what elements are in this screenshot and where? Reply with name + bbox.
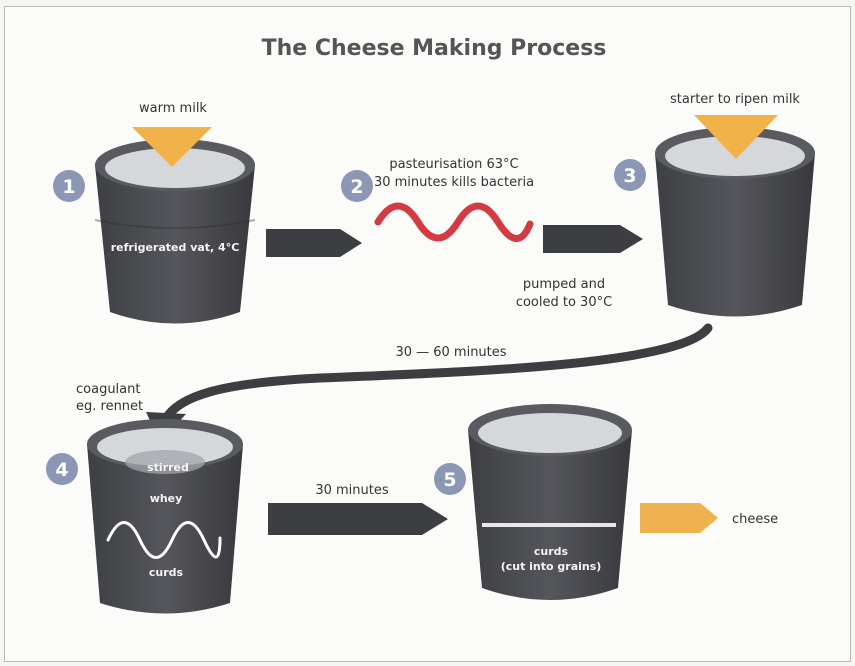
- cut-into-grains-label: (cut into grains): [501, 560, 602, 573]
- arrow-2-to-3: [543, 225, 643, 253]
- starter-label: starter to ripen milk: [670, 92, 800, 107]
- svg-text:4: 4: [55, 459, 68, 481]
- step-badge-3: 3: [614, 159, 646, 191]
- heating-wave-icon: [374, 202, 534, 242]
- step-badge-1: 1: [53, 170, 85, 202]
- curds-label-4: curds: [149, 566, 184, 579]
- warm-milk-label: warm milk: [139, 101, 207, 116]
- pasteurisation-detail: 30 minutes kills bacteria: [374, 175, 534, 190]
- stirring-wave-icon: [106, 521, 222, 559]
- whey-label: whey: [150, 492, 183, 505]
- vat-4: [87, 419, 243, 614]
- step-badge-5: 5: [434, 463, 466, 495]
- duration-4-to-5-label: 30 minutes: [315, 483, 389, 498]
- diagram-title: The Cheese Making Process: [262, 36, 607, 61]
- svg-text:1: 1: [62, 176, 75, 198]
- cooled-label: cooled to 30°C: [516, 295, 612, 310]
- stirred-label: stirred: [147, 461, 189, 474]
- pumped-label: pumped and: [523, 277, 605, 292]
- rennet-label: eg. rennet: [76, 399, 143, 414]
- funnel-starter-icon: [694, 115, 778, 159]
- step-badge-4: 4: [46, 453, 78, 485]
- svg-text:2: 2: [350, 176, 363, 198]
- duration-3-to-4-label: 30 — 60 minutes: [395, 345, 506, 360]
- arrow-4-to-5: [268, 503, 448, 535]
- vat-1-label: refrigerated vat, 4°C: [111, 241, 240, 254]
- arrow-to-cheese: [640, 503, 718, 533]
- funnel-warm-milk-icon: [132, 127, 212, 167]
- svg-text:3: 3: [623, 165, 636, 187]
- step-badge-2: 2: [341, 170, 373, 202]
- arrow-1-to-2: [266, 229, 362, 257]
- coagulant-label: coagulant: [76, 382, 140, 397]
- vat-5: [468, 404, 632, 600]
- pasteurisation-label: pasteurisation 63°C: [389, 157, 518, 172]
- cheese-label: cheese: [732, 512, 778, 527]
- svg-text:5: 5: [443, 469, 456, 491]
- curds-label-5: curds: [534, 545, 569, 558]
- vat-1: [94, 139, 256, 324]
- curved-arrow-3-to-4: [160, 323, 713, 425]
